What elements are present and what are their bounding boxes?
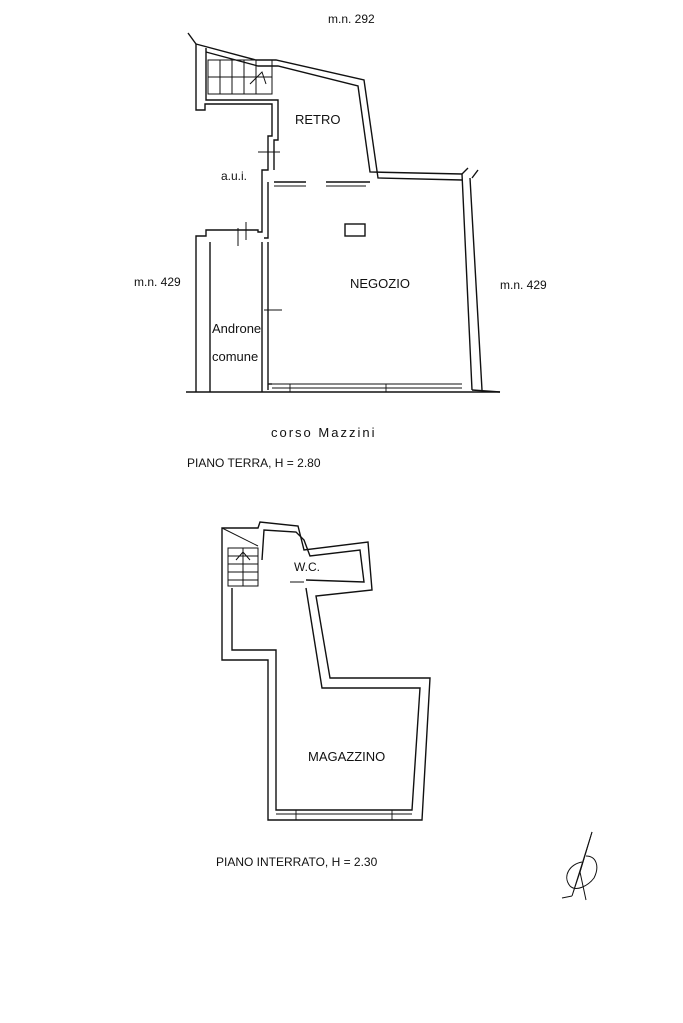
label-retro: RETRO [295, 112, 341, 127]
androne-wall [209, 242, 269, 392]
label-mn-left: m.n. 429 [134, 275, 181, 289]
right-boundary [471, 389, 501, 393]
retro-inner-wall [205, 48, 279, 239]
basement-outer-wall [221, 521, 431, 821]
retro-outer-wall [195, 44, 273, 392]
ground-floor-plan: m.n. 292 RETRO a.u.i. m.n. 429 NEGOZIO m… [134, 12, 547, 470]
basement-inner-wall [231, 529, 421, 811]
right-wall [461, 173, 483, 391]
label-aui: a.u.i. [221, 169, 247, 183]
label-comune: comune [212, 349, 258, 364]
label-androne: Androne [212, 321, 261, 336]
basement-window [276, 810, 412, 820]
label-mn-top: m.n. 292 [328, 12, 375, 26]
basement-stairs [221, 527, 259, 587]
right-wall-stub [461, 167, 479, 179]
ground-stairs [207, 59, 273, 95]
boundary-stub [187, 32, 197, 45]
label-negozio: NEGOZIO [350, 276, 410, 291]
front-window [272, 383, 462, 392]
label-mn-right: m.n. 429 [500, 278, 547, 292]
label-wc: W.C. [294, 560, 320, 574]
label-magazzino: MAGAZZINO [308, 749, 385, 764]
caption-piano-interrato: PIANO INTERRATO, H = 2.30 [216, 855, 378, 869]
negozio-hatch [344, 223, 366, 237]
caption-piano-terra: PIANO TERRA, H = 2.80 [187, 456, 321, 470]
north-arrow-icon [561, 831, 598, 901]
basement-plan: W.C. MAGAZZINO PIANO INTERRATO, H = 2.30 [216, 521, 431, 869]
label-street: corso Mazzini [271, 425, 376, 440]
top-slanted-wall [195, 43, 463, 181]
top-slanted-wall-inner [205, 51, 463, 175]
